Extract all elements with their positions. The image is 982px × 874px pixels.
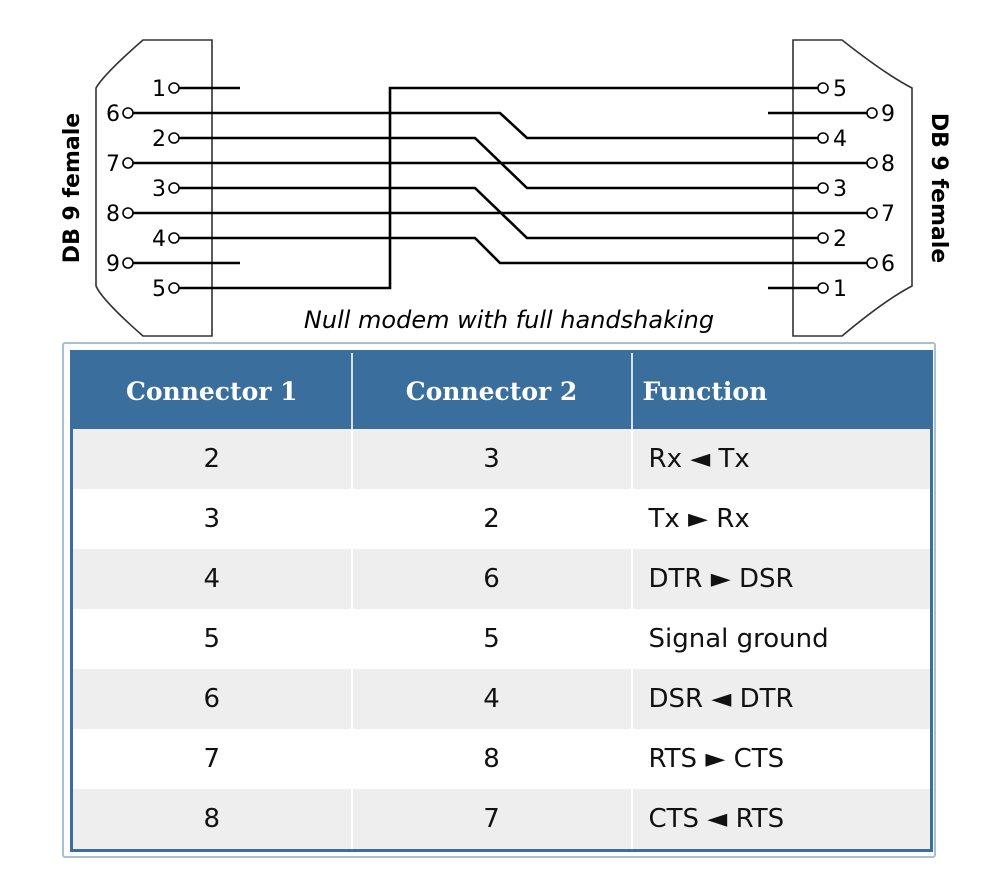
right-pin-label: 7 bbox=[881, 202, 895, 227]
pin-circle bbox=[168, 82, 180, 94]
right-pin-label: 2 bbox=[833, 227, 847, 252]
pin-circle bbox=[866, 207, 878, 219]
pin-circle bbox=[866, 107, 878, 119]
pin-circle bbox=[817, 282, 829, 294]
pin-circle bbox=[122, 257, 134, 269]
wire-dtr-dsr bbox=[179, 236, 867, 265]
right-pin-label: 8 bbox=[881, 152, 895, 177]
left-pin-label: 5 bbox=[152, 277, 166, 302]
table-row: 5 5 Signal ground bbox=[71, 609, 933, 669]
pin-circle bbox=[817, 132, 829, 144]
column-header-connector-2: Connector 2 bbox=[351, 351, 633, 429]
pin-circle bbox=[817, 182, 829, 194]
connector-2-pin: 5 bbox=[351, 609, 633, 669]
right-pin-label: 5 bbox=[833, 77, 847, 102]
signal-function: DSR ◄ DTR bbox=[631, 669, 933, 729]
connector-1-pin: 3 bbox=[71, 489, 353, 549]
connector-1-pin: 6 bbox=[71, 669, 353, 729]
left-pin-label: 8 bbox=[106, 202, 120, 227]
right-pin-label: 6 bbox=[881, 252, 895, 277]
column-header-connector-1: Connector 1 bbox=[71, 351, 353, 429]
left-connector-label: DB 9 female bbox=[60, 113, 85, 263]
right-pin-labels: 5 9 4 8 3 7 2 6 1 bbox=[833, 77, 895, 302]
right-pin-label: 1 bbox=[833, 277, 847, 302]
wire-dsr-dtr bbox=[133, 111, 818, 140]
connector-1-pin: 5 bbox=[71, 609, 353, 669]
connector-1-pin: 2 bbox=[71, 429, 353, 489]
table-row: 4 6 DTR ► DSR bbox=[71, 549, 933, 609]
signal-function: DTR ► DSR bbox=[631, 549, 933, 609]
table-row: 8 7 CTS ◄ RTS bbox=[71, 789, 933, 851]
table-header-row: Connector 1 Connector 2 Function bbox=[71, 351, 932, 429]
pin-mapping-table-container: Connector 1 Connector 2 Function 2 3 Rx … bbox=[62, 342, 936, 858]
connector-2-pin: 4 bbox=[351, 669, 633, 729]
left-pin-label: 4 bbox=[152, 227, 166, 252]
left-pin-label: 3 bbox=[152, 177, 166, 202]
left-pin-labels: 1 6 2 7 3 8 4 9 5 bbox=[106, 77, 166, 302]
signal-function: Rx ◄ Tx bbox=[631, 429, 933, 489]
pin-circle bbox=[866, 157, 878, 169]
pin-circle bbox=[866, 257, 878, 269]
right-db9-connector-shell bbox=[792, 39, 913, 337]
table-row: 2 3 Rx ◄ Tx bbox=[71, 429, 933, 489]
left-pin-label: 1 bbox=[152, 77, 166, 102]
table-row: 7 8 RTS ► CTS bbox=[71, 729, 933, 789]
connector-2-pin: 7 bbox=[351, 789, 633, 851]
connector-2-pin: 3 bbox=[351, 429, 633, 489]
right-pin-label: 3 bbox=[833, 177, 847, 202]
connector-1-pin: 7 bbox=[71, 729, 353, 789]
pin-circle bbox=[168, 282, 180, 294]
right-connector-label: DB 9 female bbox=[926, 113, 951, 263]
left-db9-connector-shell bbox=[95, 39, 213, 337]
wires bbox=[133, 86, 867, 290]
null-modem-wiring-diagram: DB 9 female DB 9 female 1 6 2 7 3 8 4 9 … bbox=[60, 39, 951, 337]
diagram-caption: Null modem with full handshaking bbox=[304, 306, 714, 334]
connector-2-pin: 2 bbox=[351, 489, 633, 549]
connector-1-pin: 8 bbox=[71, 789, 353, 851]
pin-circle bbox=[122, 207, 134, 219]
pin-circle bbox=[122, 157, 134, 169]
pin-circle bbox=[817, 232, 829, 244]
right-pin-label: 9 bbox=[881, 102, 895, 127]
left-pin-label: 7 bbox=[106, 152, 120, 177]
pin-mapping-table: Connector 1 Connector 2 Function 2 3 Rx … bbox=[70, 350, 933, 852]
signal-function: Signal ground bbox=[631, 609, 933, 669]
connector-2-pin: 8 bbox=[351, 729, 633, 789]
left-pin-label: 9 bbox=[106, 252, 120, 277]
pin-circle bbox=[168, 132, 180, 144]
table-row: 3 2 Tx ► Rx bbox=[71, 489, 933, 549]
right-pin-label: 4 bbox=[833, 127, 847, 152]
column-header-function: Function bbox=[631, 351, 932, 429]
left-pin-label: 6 bbox=[106, 102, 120, 127]
pin-circle bbox=[168, 232, 180, 244]
connector-1-pin: 4 bbox=[71, 549, 353, 609]
connector-2-pin: 6 bbox=[351, 549, 633, 609]
left-pin-label: 2 bbox=[152, 127, 166, 152]
pin-circles bbox=[122, 82, 878, 294]
table-row: 6 4 DSR ◄ DTR bbox=[71, 669, 933, 729]
pin-circle bbox=[817, 82, 829, 94]
signal-function: CTS ◄ RTS bbox=[631, 789, 933, 851]
pin-circle bbox=[122, 107, 134, 119]
pin-circle bbox=[168, 182, 180, 194]
signal-function: RTS ► CTS bbox=[631, 729, 933, 789]
signal-function: Tx ► Rx bbox=[631, 489, 933, 549]
